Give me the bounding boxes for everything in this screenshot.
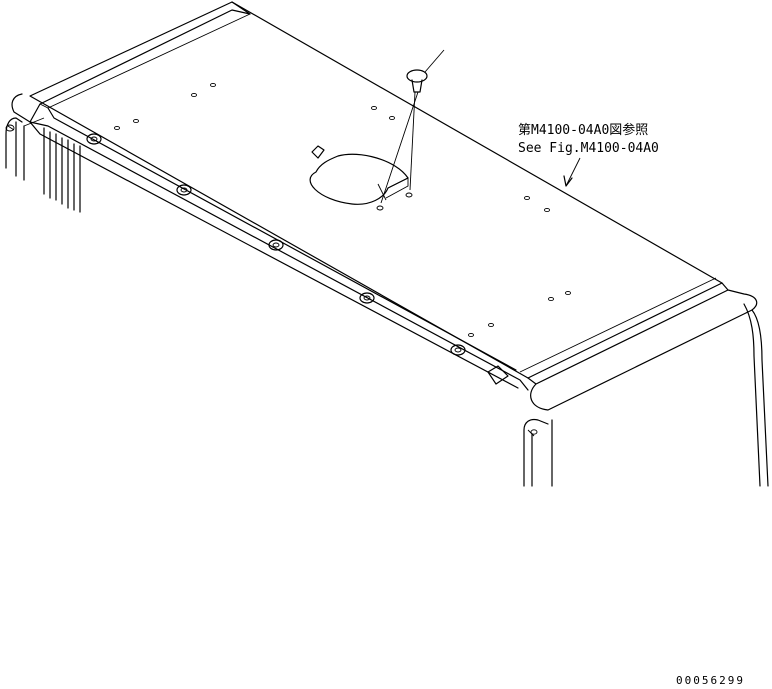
hole — [191, 92, 197, 98]
hole — [468, 332, 474, 338]
hole — [371, 105, 377, 111]
hatch-outline — [309, 153, 409, 205]
callout-leader — [563, 157, 581, 187]
callout-text-en: See Fig.M4100-04A0 — [518, 141, 659, 156]
bolt — [359, 292, 375, 304]
front-edge-roll — [527, 282, 758, 411]
roof-holes — [114, 82, 571, 338]
side-nub — [487, 365, 509, 385]
drawing-code: 00056299 — [676, 674, 745, 687]
left-frame — [5, 117, 81, 213]
bolt — [450, 344, 466, 356]
rear-edge-line — [39, 13, 251, 109]
hole — [114, 125, 120, 131]
hole — [389, 115, 395, 121]
hole — [565, 290, 571, 296]
bolt — [268, 239, 284, 251]
right-frame — [523, 303, 769, 487]
front-edge-line — [519, 277, 717, 373]
callout-text-jp: 第M4100-04A0図参照 — [518, 122, 648, 138]
rear-edge-roll — [11, 1, 251, 123]
clip-head — [406, 69, 428, 83]
hole — [133, 118, 139, 124]
hatch-fastener-hole — [376, 205, 384, 211]
hatch-lip — [377, 177, 409, 201]
clip-install-line-2 — [380, 91, 419, 204]
bolt — [86, 133, 102, 145]
hatch-bracket — [311, 145, 325, 159]
roof-panel — [11, 1, 758, 411]
hole — [488, 322, 494, 328]
hole — [210, 82, 216, 88]
side-bolts — [86, 133, 466, 356]
hole — [548, 296, 554, 302]
clip-stem — [411, 79, 423, 93]
clip-leader — [424, 49, 445, 73]
bolt — [176, 184, 192, 196]
hatch-opening — [309, 145, 413, 211]
hatch-fastener-hole — [405, 192, 413, 198]
side-channel — [29, 107, 529, 391]
hole — [544, 207, 550, 213]
hole — [524, 195, 530, 201]
clip-install-line-1 — [409, 91, 416, 191]
push-clip — [380, 49, 445, 204]
